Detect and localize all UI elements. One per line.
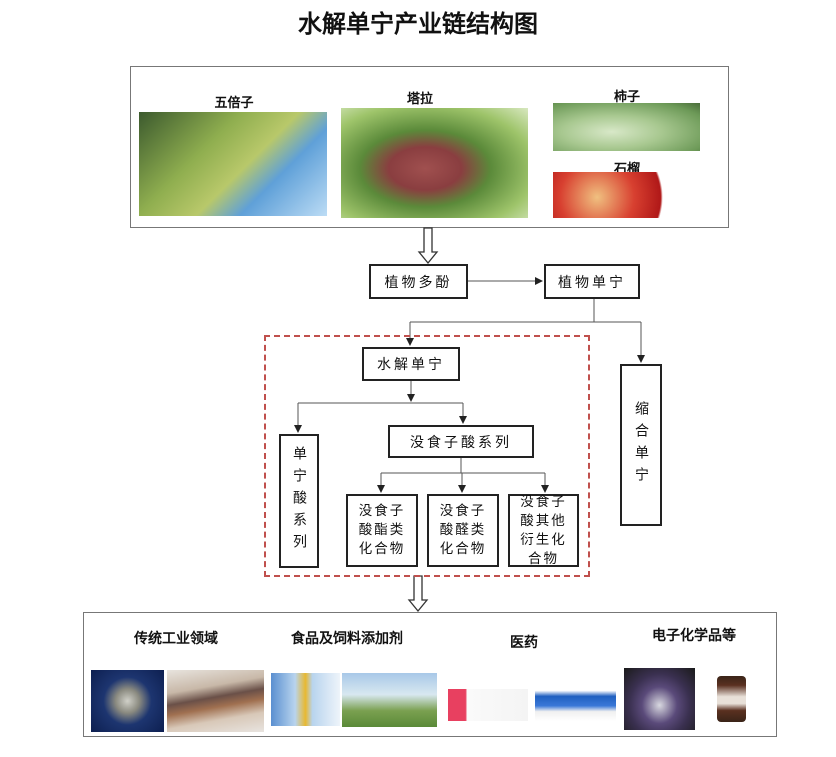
source-label-gallnut: 五倍子	[214, 96, 254, 111]
node-tannic-acid-series-label: 单宁酸系列	[291, 446, 307, 556]
persimmon-photo	[553, 103, 700, 151]
source-label-persimmon: 柿子	[613, 90, 640, 105]
leather-photo	[167, 670, 264, 732]
diagram-title: 水解单宁产业链结构图	[298, 9, 538, 38]
node-condensed-tannin-label: 缩合单宁	[633, 401, 649, 489]
application-label-industry: 传统工业领域	[134, 631, 218, 647]
pomegranate-photo	[553, 172, 700, 218]
medicine-box-red-photo	[448, 689, 528, 721]
application-label-food-feed: 食品及饲料添加剂	[291, 631, 403, 647]
node-plant-polyphenol: 植物多酚	[369, 264, 468, 299]
hollow-arrow-top	[417, 227, 439, 265]
node-condensed-tannin: 缩合单宁	[620, 364, 662, 526]
reagent-bottle-small-photo	[717, 676, 746, 722]
hollow-arrow-bottom	[407, 575, 429, 613]
application-label-electronic-chemicals: 电子化学品等	[652, 628, 736, 644]
tara-photo	[341, 108, 528, 218]
reagent-bottle-large-photo	[624, 668, 695, 730]
application-label-medicine: 医药	[510, 635, 538, 651]
gallnut-photo	[139, 112, 327, 216]
node-gallic-derivatives: 没食子酸其他衍生化合物	[508, 494, 579, 567]
beverage-bottle-photo	[271, 673, 340, 726]
feed-additive-bag-photo	[342, 673, 437, 727]
medicine-box-blue-photo	[535, 683, 616, 721]
node-gallate-esters: 没食子酸酯类化合物	[346, 494, 418, 567]
node-tannic-acid-series: 单宁酸系列	[279, 434, 319, 568]
tannic-acid-crystals-photo	[91, 670, 164, 732]
node-gallic-acid-series: 没食子酸系列	[388, 425, 534, 458]
hydrolyzable-tannin-group	[264, 335, 590, 577]
node-plant-tannin: 植物单宁	[544, 264, 640, 299]
node-hydrolyzable-tannin: 水解单宁	[362, 347, 460, 381]
node-gallic-aldehydes: 没食子酸醛类化合物	[427, 494, 499, 567]
source-label-tara: 塔拉	[406, 92, 433, 107]
